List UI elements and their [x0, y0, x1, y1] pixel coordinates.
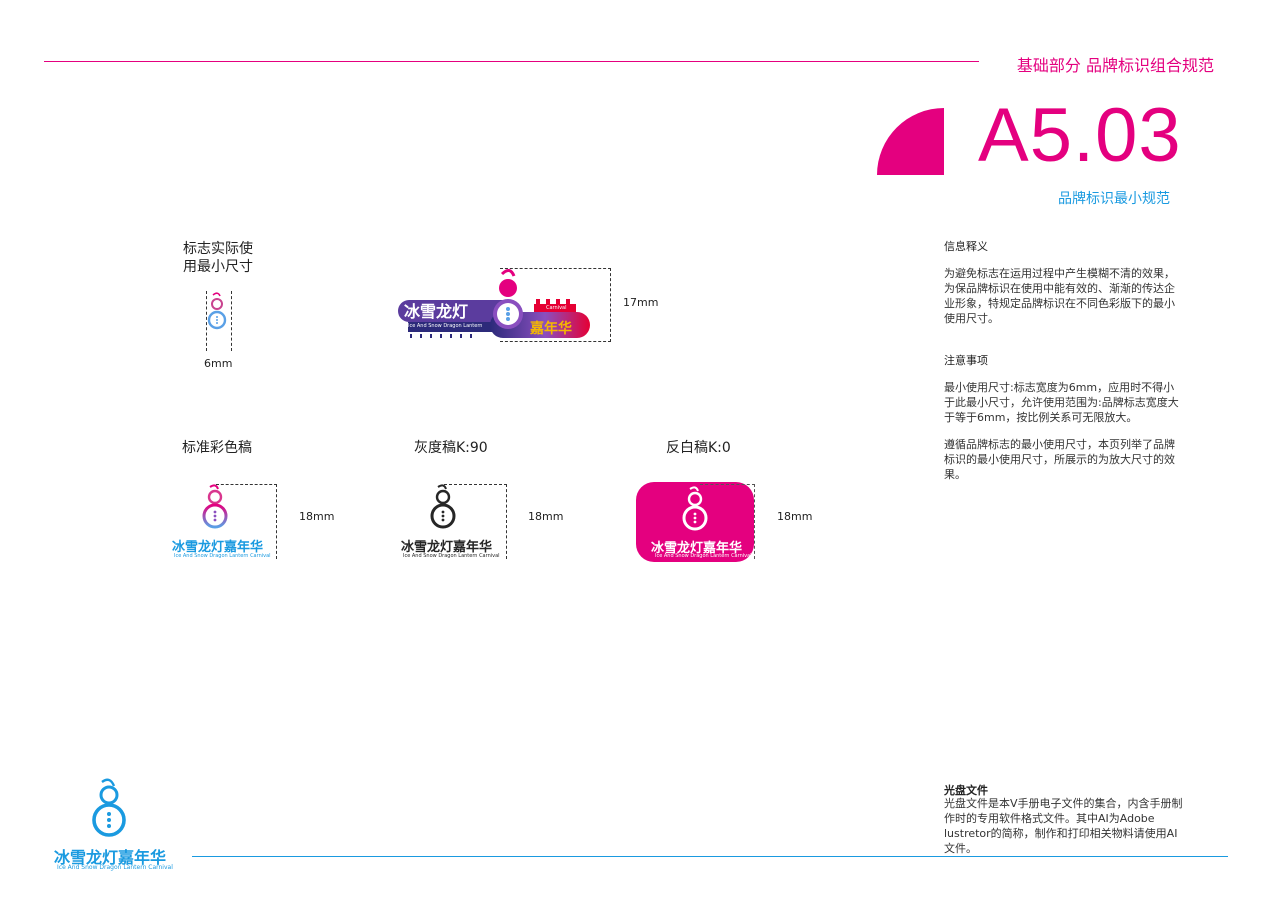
variant-color-height: 18mm: [299, 510, 335, 523]
variant-reverse-label: 反白稿K:0: [666, 440, 731, 456]
variant-gray-height: 18mm: [528, 510, 564, 523]
variant-reverse-cn: 冰雪龙灯嘉年华: [651, 541, 743, 556]
banner-logo: [398, 269, 590, 338]
banner-height-label: 17mm: [623, 296, 659, 309]
mascot-logo-small: [207, 292, 227, 330]
variant-gray-guide: [444, 484, 507, 559]
variant-reverse-height: 18mm: [777, 510, 813, 523]
banner-en: Ice And Snow Dragon Lantern: [408, 323, 483, 329]
variant-gray-cn: 冰雪龙灯嘉年华: [401, 540, 493, 555]
footer-logo-en: Ice And Snow Dragon Lantern Carnival: [57, 864, 173, 871]
quarter-circle-decoration: [877, 108, 944, 175]
mascot-color-icon: [202, 484, 228, 529]
page-code: A5.03: [978, 93, 1182, 178]
banner-cn-left: 冰雪龙灯: [404, 302, 469, 321]
mascot-reverse-icon: [682, 486, 708, 531]
notes-heading: 注意事项: [944, 354, 988, 367]
top-rule: [44, 61, 979, 62]
bottom-rule: [192, 856, 1228, 857]
min-width-guide: [206, 291, 232, 351]
footer-mascot-icon: [92, 778, 126, 837]
banner-cn-right: 嘉年华: [530, 321, 572, 337]
min-width-label: 6mm: [204, 357, 233, 370]
disc-heading: 光盘文件: [944, 784, 988, 797]
variant-reverse-guide: [700, 484, 755, 559]
banner-carnival: Carnival: [546, 305, 567, 311]
variant-color-guide: [216, 484, 277, 559]
info-heading: 信息释义: [944, 240, 988, 253]
variant-color-cn: 冰雪龙灯嘉年华: [172, 540, 264, 555]
variant-gray-en: Ice And Snow Dragon Lantern Carnival: [403, 553, 500, 559]
notes-text-1: 最小使用尺寸:标志宽度为6mm，应用时不得小于此最小尺寸，允许使用范围为:品牌标…: [944, 381, 1179, 424]
variant-color-label: 标准彩色稿: [182, 440, 252, 456]
footer-logo-cn: 冰雪龙灯嘉年华: [54, 848, 167, 867]
banner-height-guide: [500, 268, 611, 342]
disc-text: 光盘文件是本V手册电子文件的集合，内含手册制作时的专用软件格式文件。其中AI为A…: [944, 797, 1183, 855]
mascot-gray-icon: [430, 484, 456, 529]
notes-text-2: 遵循品牌标志的最小使用尺寸，本页列举了品牌标识的最小使用尺寸，所展示的为放大尺寸…: [944, 438, 1175, 481]
variant-reverse-en: Ice And Snow Dragon Lantern Carnival: [655, 553, 752, 559]
variant-gray-label: 灰度稿K:90: [414, 440, 488, 456]
section-title: 基础部分 品牌标识组合规范: [1016, 56, 1214, 75]
info-text: 为避免标志在运用过程中产生模糊不清的效果，为保品牌标识在使用中能有效的、渐渐的传…: [944, 267, 1175, 325]
page-subtitle: 品牌标识最小规范: [1058, 191, 1170, 207]
min-size-label: 标志实际使用最小尺寸: [183, 241, 253, 275]
variant-color-en: Ice And Snow Dragon Lantern Carnival: [174, 553, 271, 559]
